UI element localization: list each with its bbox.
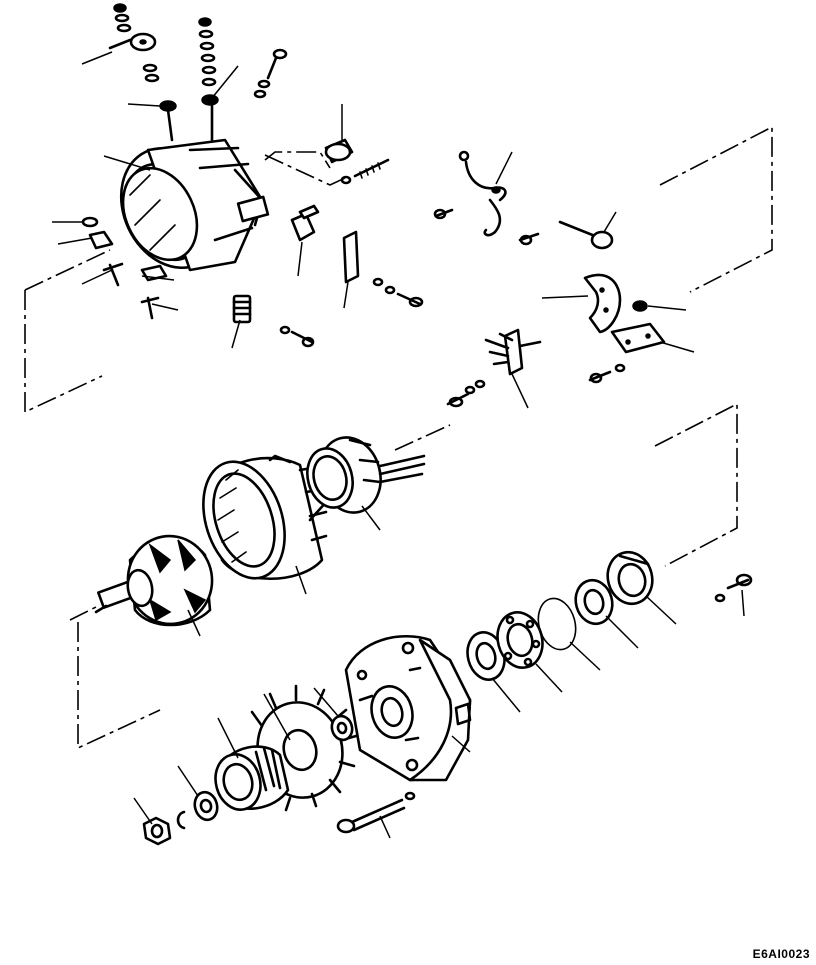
stator-core xyxy=(202,454,330,581)
brush-spring xyxy=(232,294,315,348)
rotor xyxy=(94,534,214,627)
front-bearing-set xyxy=(466,550,753,681)
washers-and-nut xyxy=(142,790,219,846)
wiring-lead-upper xyxy=(433,150,507,237)
front-housing xyxy=(344,634,472,782)
terminal-stud-left xyxy=(108,3,177,142)
terminal-stud-center xyxy=(198,17,219,142)
rear-housing xyxy=(119,138,270,272)
drawing-code-label: E6AI0023 xyxy=(752,947,810,961)
terminal-bolt-right xyxy=(253,48,288,99)
callout-leader-lines xyxy=(52,51,745,839)
through-bolt xyxy=(336,791,416,834)
regulator-bracket xyxy=(290,204,424,308)
condenser xyxy=(324,138,390,185)
brush-holder-assembly xyxy=(446,328,542,408)
assembly-guide-lines xyxy=(24,125,773,750)
terminal-lead-upper-right xyxy=(518,220,614,250)
spacer-collar xyxy=(330,714,354,742)
slip-ring-end-bearing xyxy=(306,436,426,514)
diode-plate xyxy=(583,273,666,384)
pulley xyxy=(214,745,290,811)
